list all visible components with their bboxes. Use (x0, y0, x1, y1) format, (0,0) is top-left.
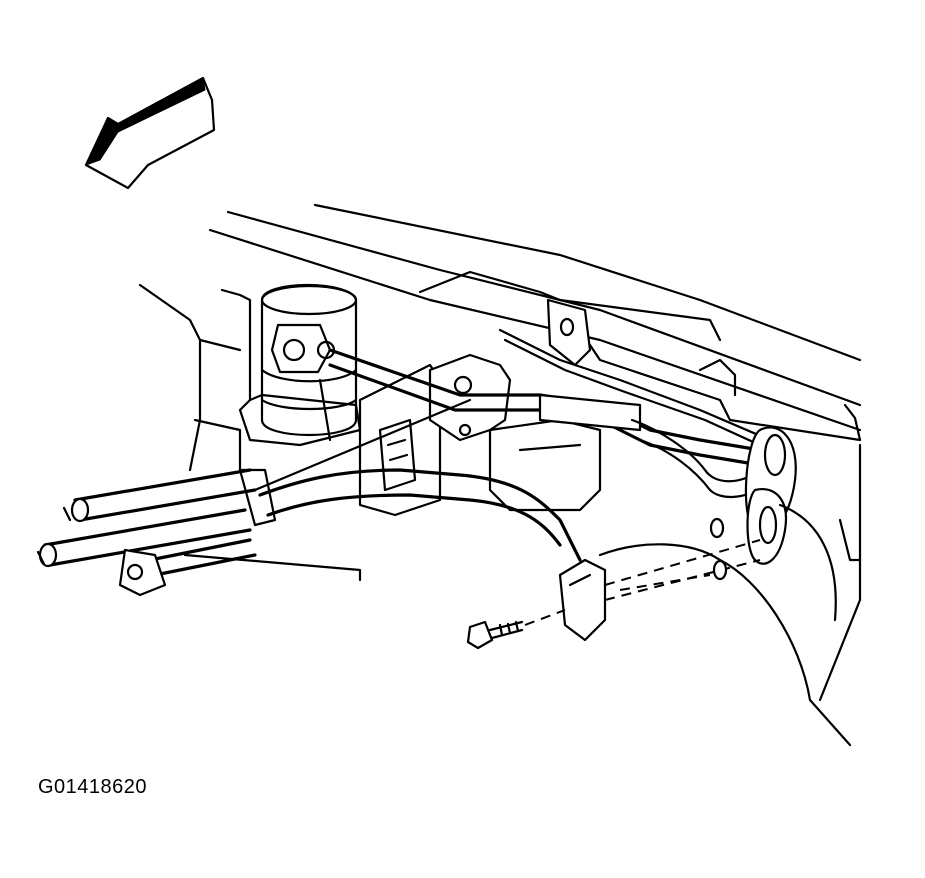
ac-pipes (36, 468, 582, 597)
left-panel-outline (138, 283, 252, 472)
lower-body-outline (598, 518, 862, 747)
radiator-support-outline (208, 203, 862, 702)
seal-rings (709, 517, 728, 581)
figure-id-label: G01418620 (38, 776, 148, 798)
condenser-port (744, 426, 837, 622)
front-direction-arrow-icon (84, 76, 216, 190)
bolt (466, 620, 524, 650)
alignment-dashes (524, 539, 761, 626)
refrigerant-lines (328, 328, 792, 499)
center-block-assembly (358, 353, 602, 517)
accumulator (238, 283, 362, 447)
mounting-bracket (546, 298, 592, 367)
connecting-line (253, 378, 472, 492)
line-fitting-block (558, 558, 607, 642)
